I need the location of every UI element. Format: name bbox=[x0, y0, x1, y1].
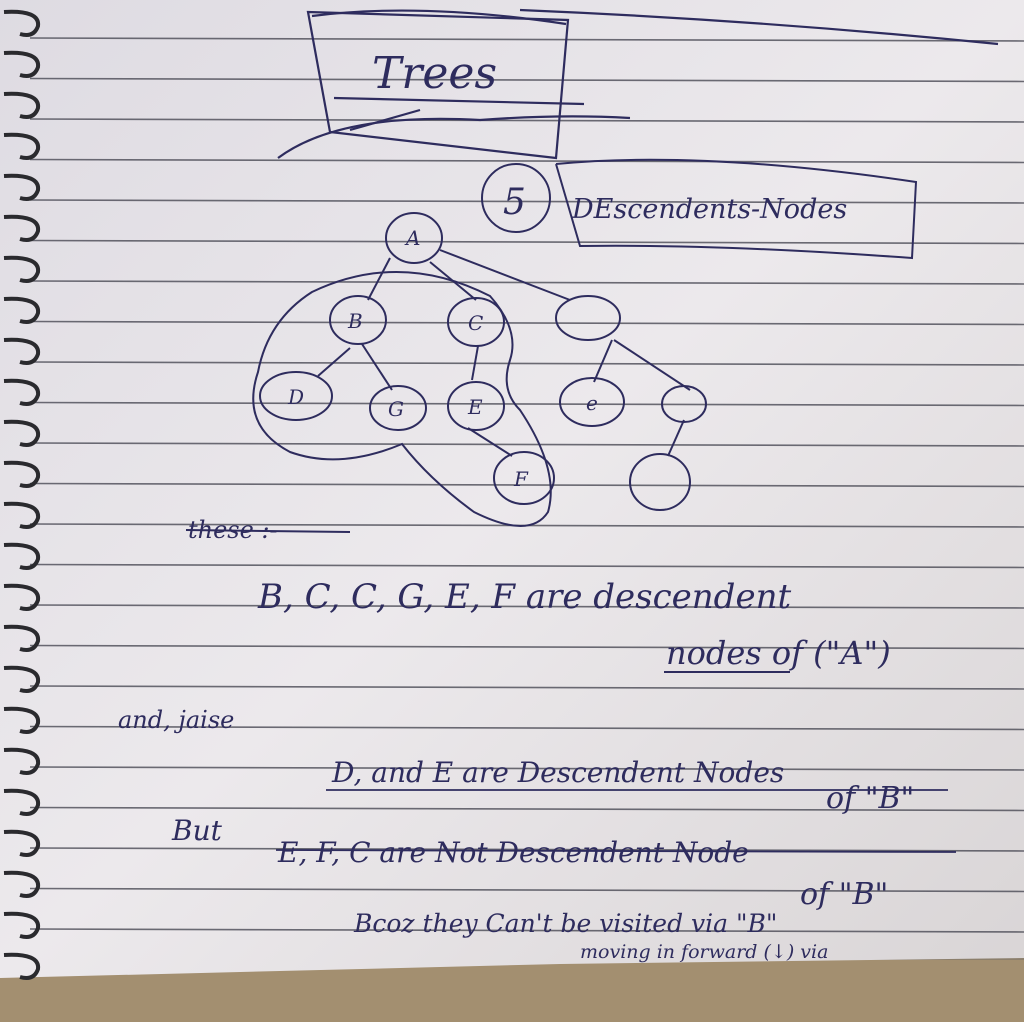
spiral-coil bbox=[3, 624, 41, 652]
ruled-line bbox=[29, 37, 1024, 42]
spiral-coil bbox=[3, 255, 41, 283]
ruled-line bbox=[29, 158, 1024, 164]
spiral-coil bbox=[3, 952, 41, 980]
ruled-line bbox=[29, 442, 1024, 447]
note-line-3: D, and E are Descendent Nodes bbox=[331, 756, 784, 789]
ruled-line bbox=[29, 806, 1024, 812]
node-g bbox=[369, 385, 427, 431]
note-line-7b: moving in forward (↓) via bbox=[580, 941, 828, 963]
node-label-e: E bbox=[467, 395, 483, 419]
node-label-a: A bbox=[404, 226, 420, 250]
spiral-coil bbox=[3, 173, 41, 201]
node-c bbox=[447, 297, 505, 347]
page-title: Trees bbox=[372, 48, 497, 99]
ruled-line bbox=[29, 685, 1024, 690]
spiral-coil bbox=[3, 378, 41, 406]
ruled-line bbox=[29, 118, 1024, 123]
spiral-coil bbox=[3, 132, 41, 160]
edge-c-e bbox=[471, 345, 479, 381]
spiral-coil bbox=[3, 706, 41, 734]
ruled-line bbox=[29, 77, 1024, 83]
note-line-2: nodes of ("A") bbox=[666, 634, 891, 672]
note-line-4: of "B" bbox=[826, 781, 914, 816]
edge-a-right bbox=[439, 249, 571, 301]
section-title-box bbox=[555, 158, 918, 260]
spiral-coil bbox=[3, 50, 41, 78]
spiral-coil bbox=[3, 747, 41, 775]
ruled-line bbox=[29, 239, 1024, 245]
node-e bbox=[447, 381, 505, 431]
notes: these :- B, C, C, G, E, F are descendent… bbox=[118, 516, 957, 963]
spiral-coil bbox=[3, 788, 41, 816]
spiral-binding bbox=[3, 9, 41, 980]
node-d bbox=[259, 371, 333, 421]
title-box bbox=[277, 8, 999, 160]
section-number-circle bbox=[481, 163, 551, 233]
spiral-coil bbox=[3, 911, 41, 939]
spiral-coil bbox=[3, 829, 41, 857]
ruled-line bbox=[29, 887, 1024, 893]
section-title: DEscendents-Nodes bbox=[571, 194, 847, 225]
spiral-coil bbox=[3, 214, 41, 242]
node-a bbox=[385, 212, 443, 264]
node-b bbox=[329, 295, 387, 345]
underline-line-5 bbox=[275, 849, 957, 853]
node-label-d: D bbox=[287, 385, 304, 409]
notebook-page bbox=[0, 0, 1024, 978]
spiral-coil bbox=[3, 501, 41, 529]
ruled-line bbox=[29, 766, 1024, 771]
spiral-coil bbox=[3, 870, 41, 898]
note-line-5: E, F, C are Not Descendent Node bbox=[277, 836, 749, 869]
spiral-coil bbox=[3, 91, 41, 119]
edge-right-right2 bbox=[613, 339, 691, 391]
node-label-b: B bbox=[347, 309, 363, 333]
spiral-coil bbox=[3, 9, 41, 37]
edge-a-b bbox=[367, 257, 391, 301]
edge-b-g bbox=[361, 343, 393, 391]
node-right2 bbox=[661, 385, 707, 423]
node-label-c: C bbox=[468, 311, 483, 335]
ruled-line bbox=[29, 644, 1024, 650]
spiral-coil bbox=[3, 460, 41, 488]
node-e2 bbox=[559, 377, 625, 427]
strike-these bbox=[185, 529, 351, 533]
edge-right2-leaf bbox=[667, 419, 685, 457]
note-but: But bbox=[171, 814, 223, 847]
ruled-line bbox=[29, 320, 1024, 326]
note-line-1: B, C, C, G, E, F are descendent bbox=[257, 577, 791, 617]
ruled-line bbox=[29, 361, 1024, 366]
edge-right-e2 bbox=[593, 339, 613, 383]
ruled-line bbox=[29, 847, 1024, 852]
ruled-line bbox=[29, 401, 1024, 407]
edge-b-d bbox=[317, 347, 351, 377]
ruled-line bbox=[29, 725, 1024, 731]
ruled-line bbox=[29, 563, 1024, 569]
node-label-f: F bbox=[513, 467, 529, 491]
tree-diagram bbox=[252, 212, 707, 527]
descendant-loop bbox=[252, 271, 552, 527]
ruled-line bbox=[29, 604, 1024, 609]
spiral-coil bbox=[3, 665, 41, 693]
node-f bbox=[493, 451, 555, 505]
spiral-coil bbox=[3, 296, 41, 324]
ruled-line bbox=[29, 482, 1024, 488]
node-leaf bbox=[629, 453, 691, 511]
node-label-g: G bbox=[388, 397, 404, 421]
spiral-coil bbox=[3, 542, 41, 570]
tree-node-labels: A B C D G E e F bbox=[287, 226, 598, 491]
spiral-coil bbox=[3, 419, 41, 447]
section-number: 5 bbox=[503, 182, 526, 223]
note-and: and, jaise bbox=[118, 706, 234, 734]
node-right bbox=[555, 295, 621, 341]
ruled-line bbox=[29, 199, 1024, 204]
section-header bbox=[481, 158, 918, 260]
spiral-coil bbox=[3, 337, 41, 365]
edge-e-f bbox=[467, 427, 513, 457]
node-label-e2: e bbox=[586, 391, 598, 415]
spiral-coil bbox=[3, 583, 41, 611]
note-line-7a: Bcoz they Can't be visited via "B" bbox=[353, 909, 777, 938]
ruled-line bbox=[29, 928, 1024, 933]
note-line-6: of "B" bbox=[800, 877, 888, 912]
